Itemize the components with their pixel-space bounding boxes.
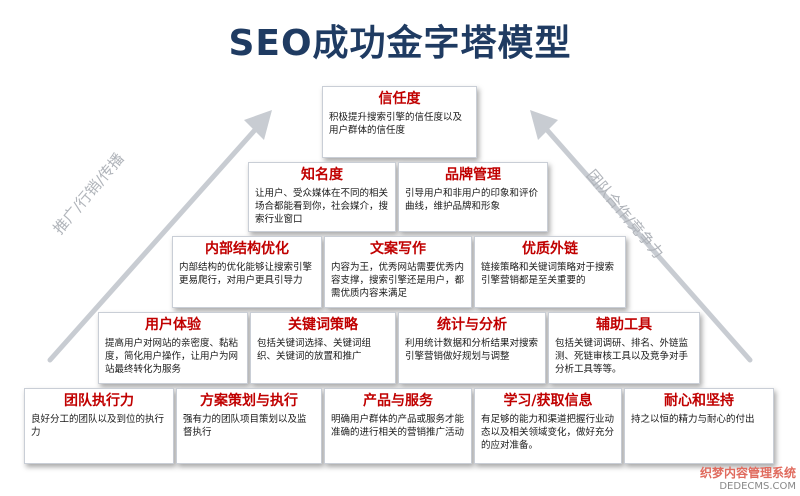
- box-desc: 强有力的团队项目策划以及监督执行: [183, 414, 307, 438]
- box-planning-execution: 方案策划与执行 强有力的团队项目策划以及监督执行: [176, 388, 322, 464]
- box-desc: 有足够的能力和渠道把握行业动态以及相关领域变化，做好充分的应对准备。: [481, 414, 615, 451]
- box-title: 辅助工具: [596, 317, 652, 333]
- box-title: 统计与分析: [437, 317, 507, 333]
- left-arrow-head: [244, 110, 272, 140]
- box-title: 关键词策略: [288, 317, 358, 333]
- box-keyword-strategy: 关键词策略 包括关键词选择、关键词组织、关键词的放置和推广: [250, 312, 396, 384]
- box-desc: 链接策略和关键词策略对于搜索引擎营销都是至关重要的: [481, 262, 615, 286]
- box-desc: 引导用户和非用户的印象和评价曲线，维护品牌和形象: [405, 188, 539, 212]
- box-title: 文案写作: [370, 241, 426, 257]
- box-trust: 信任度 积极提升搜索引擎的信任度以及用户群体的信任度: [322, 86, 477, 158]
- box-desc: 明确用户群体的产品或服务才能准确的进行相关的营销推广活动: [331, 414, 465, 438]
- box-title: 品牌管理: [445, 167, 501, 183]
- box-title: 产品与服务: [363, 393, 433, 409]
- box-title: 信任度: [378, 91, 421, 107]
- box-desc: 持之以恒的精力与耐心的付出: [631, 414, 755, 425]
- box-statistics-analysis: 统计与分析 利用统计数据和分析结果对搜索引擎营销做好规划与调整: [398, 312, 546, 384]
- box-title: 学习/获取信息: [503, 393, 593, 409]
- box-quality-backlinks: 优质外链 链接策略和关键词策略对于搜索引擎营销都是至关重要的: [474, 236, 626, 308]
- box-desc: 内部结构的优化能够让搜索引擎更易爬行，对用户更具引导力: [179, 262, 313, 286]
- box-desc: 良好分工的团队以及到位的执行力: [31, 414, 165, 438]
- box-desc: 积极提升搜索引擎的信任度以及用户群体的信任度: [329, 112, 463, 136]
- box-desc: 让用户、受众媒体在不同的相关场合都能看到你，社会媒介，搜索行业窗口: [255, 188, 389, 225]
- box-learning-info: 学习/获取信息 有足够的能力和渠道把握行业动态以及相关领域变化，做好充分的应对准…: [474, 388, 622, 464]
- box-user-experience: 用户体验 提高用户对网站的亲密度、黏粘度，简化用户操作，让用户为网站最终转化为服…: [98, 312, 248, 384]
- box-title: 用户体验: [145, 317, 201, 333]
- box-internal-structure: 内部结构优化 内部结构的优化能够让搜索引擎更易爬行，对用户更具引导力: [172, 236, 322, 308]
- watermark: 织梦内容管理系统 DEDECMS.COM: [700, 464, 796, 492]
- watermark-line2: DEDECMS.COM: [719, 481, 796, 492]
- box-brand-management: 品牌管理 引导用户和非用户的印象和评价曲线，维护品牌和形象: [398, 162, 548, 232]
- box-title: 知名度: [301, 167, 343, 183]
- right-arrow-line: [537, 119, 753, 363]
- box-desc: 内容为王，优秀网站需要优秀内容支撑，搜索引擎还是用户，都需优质内容来满足: [331, 262, 465, 299]
- box-team-execution: 团队执行力 良好分工的团队以及到位的执行力: [24, 388, 174, 464]
- box-title: 内部结构优化: [205, 241, 289, 257]
- box-title: 优质外链: [522, 241, 578, 257]
- box-title: 团队执行力: [64, 393, 134, 409]
- diagram-title: SEO成功金字塔模型: [228, 23, 572, 64]
- right-arrow-head: [530, 110, 558, 140]
- box-product-service: 产品与服务 明确用户群体的产品或服务才能准确的进行相关的营销推广活动: [324, 388, 472, 464]
- box-desc: 提高用户对网站的亲密度、黏粘度，简化用户操作，让用户为网站最终转化为服务: [105, 338, 239, 375]
- watermark-line1: 织梦内容管理系统: [699, 466, 796, 480]
- box-desc: 利用统计数据和分析结果对搜索引擎营销做好规划与调整: [405, 338, 539, 362]
- box-desc: 包括关键词调研、排名、外链监测、死链审核工具以及竞争对手分析工具等等。: [555, 338, 689, 375]
- left-arrow-line: [47, 119, 265, 363]
- box-title: 方案策划与执行: [200, 393, 298, 409]
- box-desc: 包括关键词选择、关键词组织、关键词的放置和推广: [257, 338, 372, 362]
- box-awareness: 知名度 让用户、受众媒体在不同的相关场合都能看到你，社会媒介，搜索行业窗口: [248, 162, 396, 232]
- box-patience-persistence: 耐心和坚持 持之以恒的精力与耐心的付出: [624, 388, 774, 464]
- box-title: 耐心和坚持: [664, 393, 734, 409]
- box-copywriting: 文案写作 内容为王，优秀网站需要优秀内容支撑，搜索引擎还是用户，都需优质内容来满…: [324, 236, 472, 308]
- box-auxiliary-tools: 辅助工具 包括关键词调研、排名、外链监测、死链审核工具以及竞争对手分析工具等等。: [548, 312, 700, 384]
